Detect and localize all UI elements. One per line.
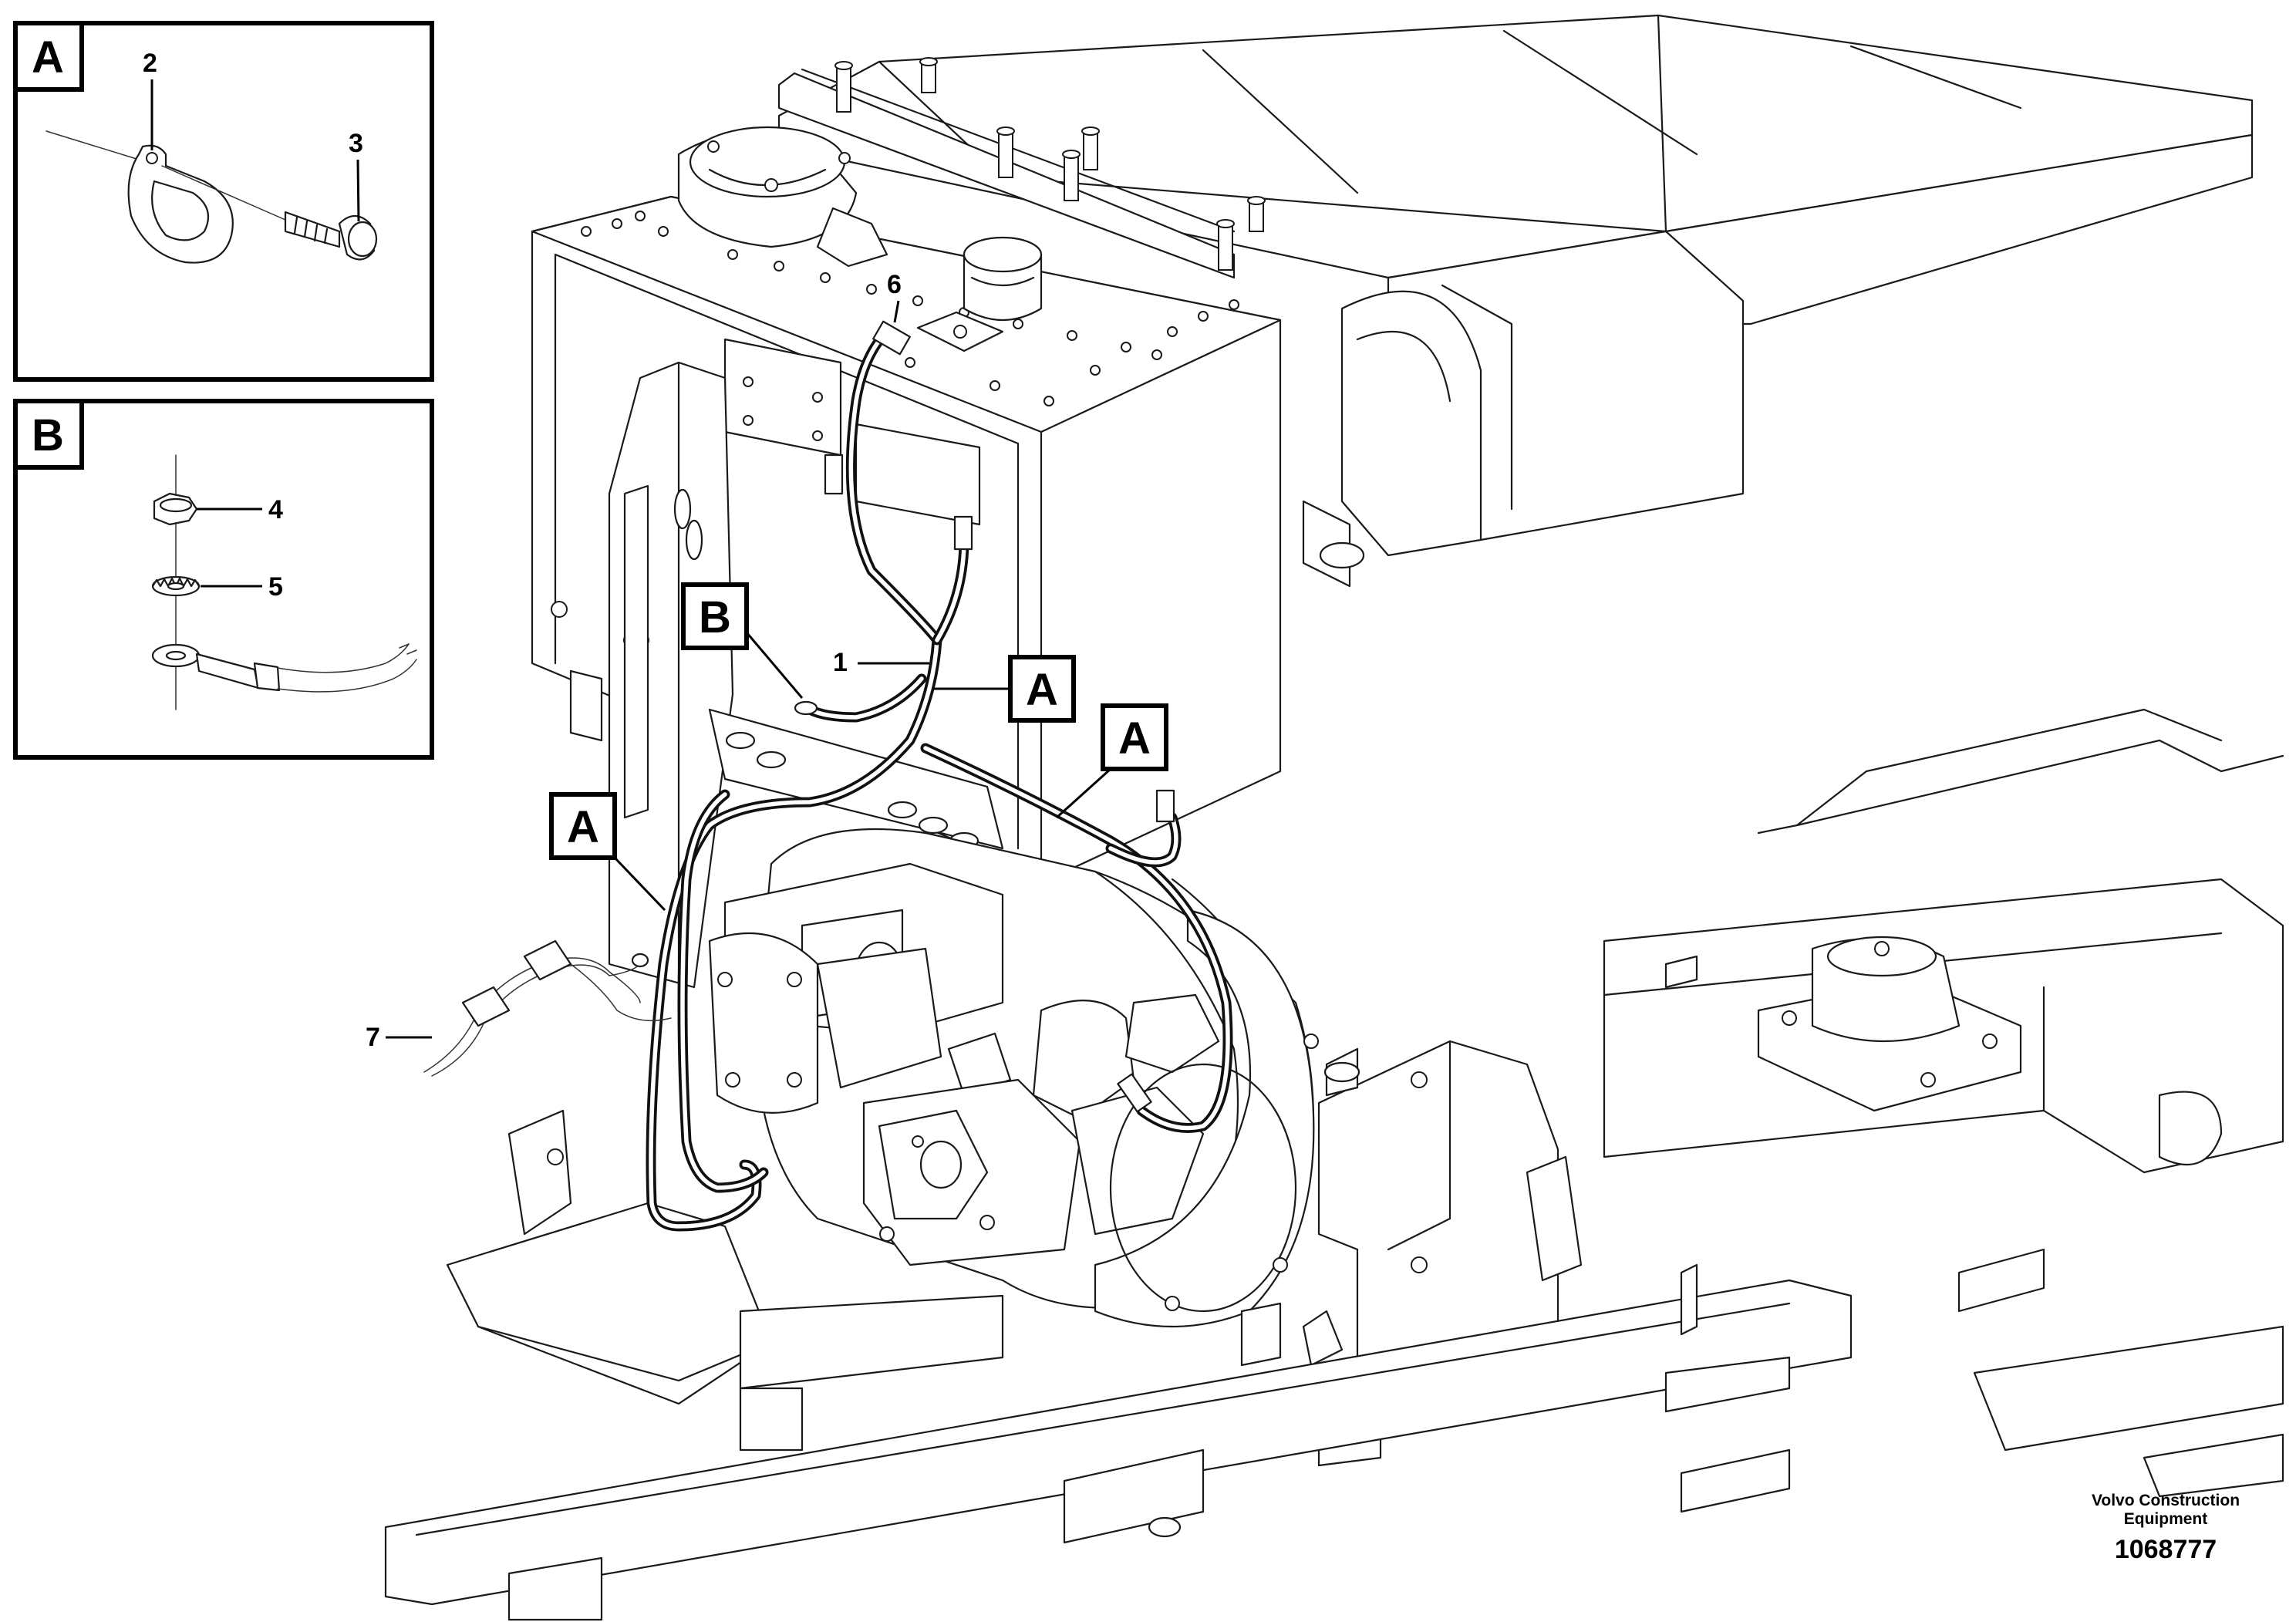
callout-2: 2 [143, 49, 157, 78]
callout-1: 1 [833, 648, 848, 677]
detail-view-a: A 2 3 [13, 21, 434, 382]
callout-7: 7 [366, 1023, 380, 1052]
marker-b: B [681, 582, 804, 699]
detail-a-letter: A [32, 32, 64, 83]
svg-text:A: A [1118, 713, 1151, 764]
marker-tags: A A A B [549, 582, 1168, 912]
marker-a-1: A [933, 655, 1076, 723]
maker-line-2: Equipment [2124, 1510, 2208, 1528]
svg-text:A: A [1026, 665, 1058, 715]
wiring-harness [423, 320, 1233, 1232]
maker-line-1: Volvo Construction [2092, 1492, 2240, 1509]
machine-line-art [384, 14, 2284, 1621]
stud-row [834, 57, 1266, 271]
callout-3: 3 [349, 129, 363, 158]
footer: Volvo Construction Equipment 1068777 [2092, 1492, 2240, 1564]
marker-a-3: A [549, 792, 666, 912]
document-number: 1068777 [2115, 1535, 2217, 1564]
main-callouts: 1 6 7 [366, 270, 929, 1052]
callout-5: 5 [268, 572, 283, 602]
callout-4: 4 [268, 495, 283, 524]
svg-text:B: B [699, 592, 731, 642]
marker-a-2: A [1055, 703, 1168, 819]
detail-view-b: B 4 5 [13, 399, 434, 760]
callout-6: 6 [887, 270, 902, 299]
svg-text:A: A [567, 802, 599, 852]
detail-b-letter: B [32, 410, 64, 460]
